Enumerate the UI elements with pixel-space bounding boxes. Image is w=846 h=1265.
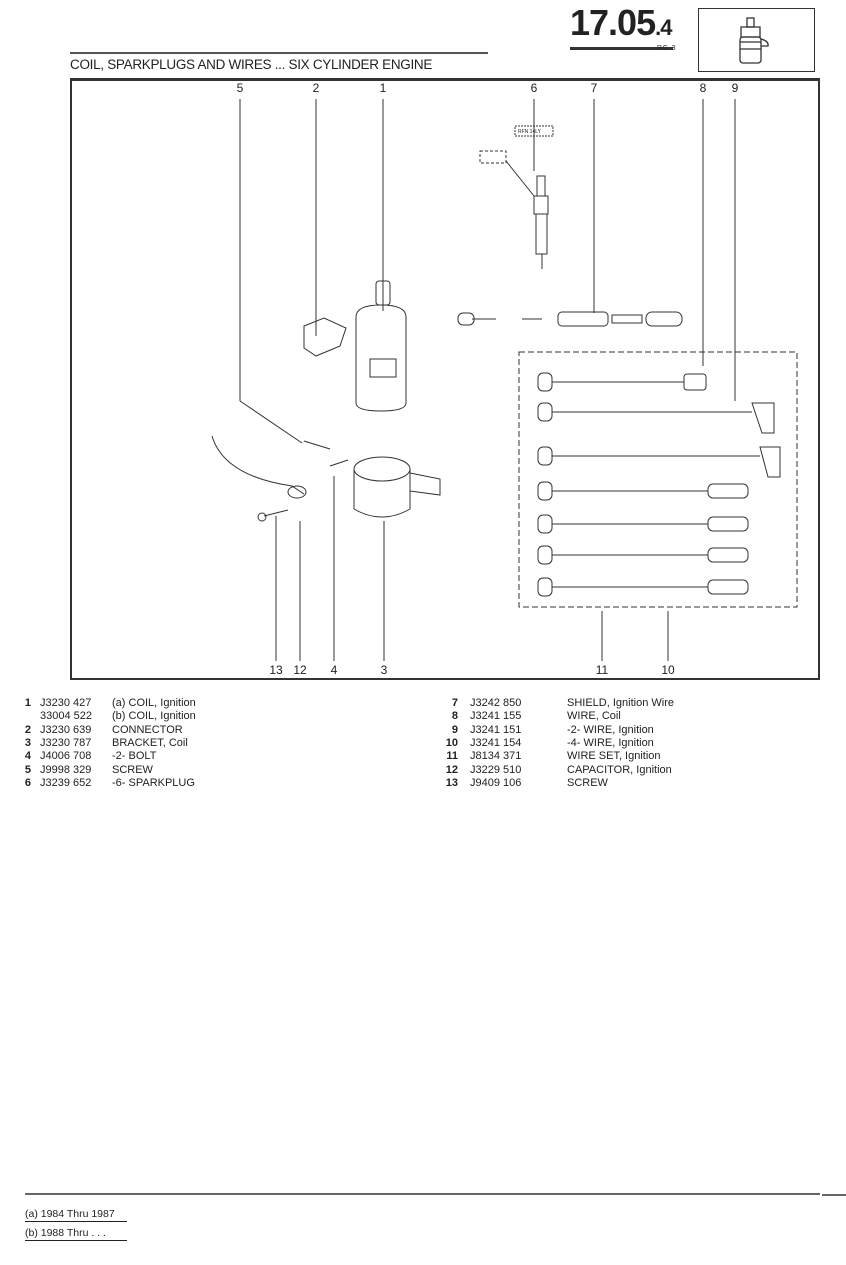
callout-2: 2 bbox=[312, 81, 320, 95]
item-number: 7 bbox=[451, 697, 458, 709]
item-number: 12 bbox=[445, 763, 458, 776]
item-number: 6 bbox=[24, 776, 31, 789]
part-number: J3241 151 bbox=[470, 723, 522, 736]
page-number-sub: .4 bbox=[655, 15, 672, 40]
part-number: J3230 787 bbox=[40, 736, 92, 749]
part-number: J3229 510 bbox=[470, 763, 522, 776]
callout-8: 8 bbox=[699, 81, 707, 95]
callout-11: 11 bbox=[595, 663, 609, 677]
item-number: 8 bbox=[451, 710, 458, 723]
callout-5: 5 bbox=[236, 81, 244, 95]
footer-divider bbox=[25, 1193, 820, 1195]
part-description: SCREW bbox=[112, 763, 153, 776]
callout-6: 6 bbox=[530, 81, 538, 95]
item-number: 9 bbox=[451, 723, 458, 736]
part-description: SHIELD, Ignition Wire bbox=[567, 697, 674, 709]
part-number: J9998 329 bbox=[40, 763, 92, 776]
item-number: 1 bbox=[24, 697, 31, 709]
exploded-view-illustration bbox=[211, 99, 798, 661]
page-number: 17.05.4 bbox=[570, 2, 674, 50]
part-description: CONNECTOR bbox=[112, 723, 183, 736]
coil-thumbnail bbox=[698, 8, 815, 72]
part-description: SCREW bbox=[567, 776, 608, 789]
footer-divider-end bbox=[822, 1194, 846, 1196]
part-number: J3241 154 bbox=[470, 736, 522, 749]
item-number: 10 bbox=[445, 736, 458, 749]
part-description: BRACKET, Coil bbox=[112, 736, 188, 749]
part-description: (a) COIL, Ignition bbox=[112, 697, 196, 709]
part-number: 33004 522 bbox=[40, 710, 92, 723]
callout-4: 4 bbox=[330, 663, 338, 677]
part-number: J3241 155 bbox=[470, 710, 522, 723]
sparkplug-label: RFN 14LY bbox=[518, 129, 541, 135]
callout-9: 9 bbox=[731, 81, 739, 95]
callout-12: 12 bbox=[293, 663, 307, 677]
part-number: J9409 106 bbox=[470, 776, 522, 789]
part-description: WIRE, Coil bbox=[567, 710, 621, 723]
callout-10: 10 bbox=[661, 663, 675, 677]
part-description: -2- WIRE, Ignition bbox=[567, 723, 654, 736]
part-description: -4- WIRE, Ignition bbox=[567, 736, 654, 749]
page-title: COIL, SPARKPLUGS AND WIRES ... SIX CYLIN… bbox=[70, 52, 488, 72]
part-description: -2- BOLT bbox=[112, 750, 157, 763]
item-number: 13 bbox=[445, 776, 458, 789]
part-number: J3230 427 bbox=[40, 697, 92, 709]
item-number: 3 bbox=[24, 736, 31, 749]
coil-thumbnail-icon bbox=[739, 17, 769, 64]
footnote-a: (a) 1984 Thru 1987 bbox=[25, 1208, 127, 1222]
callout-13: 13 bbox=[269, 663, 283, 677]
part-number: J3230 639 bbox=[40, 723, 92, 736]
item-number: 4 bbox=[24, 750, 31, 763]
part-number: J3242 850 bbox=[470, 697, 522, 709]
part-description: CAPACITOR, Ignition bbox=[567, 763, 672, 776]
callout-7: 7 bbox=[590, 81, 598, 95]
part-description: -6- SPARKPLUG bbox=[112, 776, 195, 789]
part-number: J4006 708 bbox=[40, 750, 92, 763]
part-description: (b) COIL, Ignition bbox=[112, 710, 196, 723]
footnote-b: (b) 1988 Thru . . . bbox=[25, 1227, 127, 1241]
part-number: J8134 371 bbox=[470, 750, 522, 763]
callout-3: 3 bbox=[380, 663, 388, 677]
page-number-main: 17.05 bbox=[570, 2, 656, 43]
part-number: J3239 652 bbox=[40, 776, 92, 789]
pc-label: P.C. 3 bbox=[657, 45, 676, 52]
item-number: 5 bbox=[24, 763, 31, 776]
item-number: 11 bbox=[446, 750, 458, 763]
parts-diagram: RFN 14LY 5 2 1 6 7 8 9 13 12 4 3 11 10 bbox=[70, 78, 820, 680]
item-number: 2 bbox=[24, 723, 31, 736]
callout-1: 1 bbox=[379, 81, 387, 95]
part-description: WIRE SET, Ignition bbox=[567, 750, 661, 763]
